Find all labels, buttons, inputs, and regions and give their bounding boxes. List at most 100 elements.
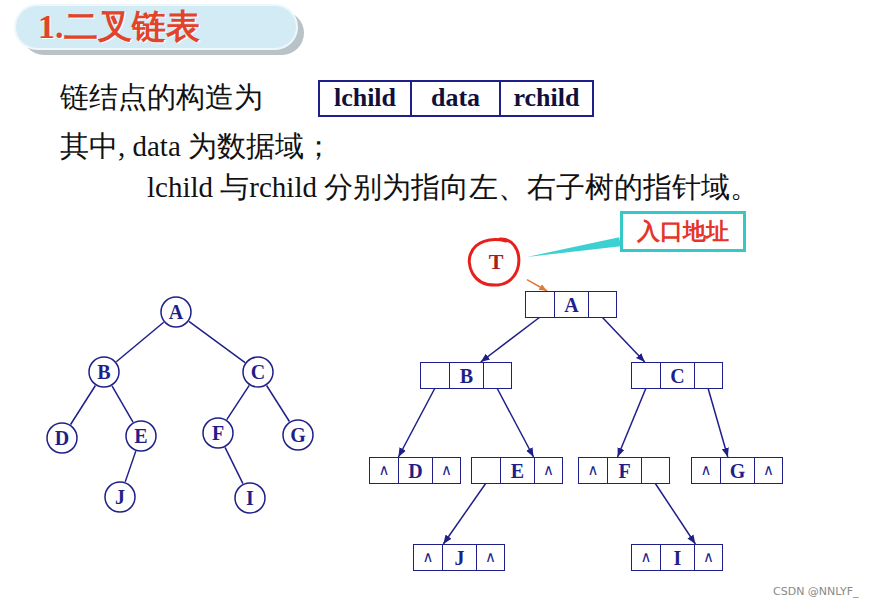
tree-edge [125,451,136,482]
tree-edge [189,321,245,362]
node-text: I [674,547,682,569]
red-scribble [469,239,519,285]
callout-box: 入口地址 [620,211,746,252]
tree-node: E [125,420,157,452]
tree-node: J [104,481,136,513]
pointer-cell: ∧ [579,458,607,483]
linked-node: ∧F [578,457,670,484]
data-cell: C [660,363,694,388]
node-text: B [460,365,473,387]
node-text: E [134,425,147,447]
node-text: G [730,460,746,482]
watermark: CSDN @NNLYF_ [773,585,859,599]
pointer-cell: ∧ [476,545,504,570]
data-cell: D [398,458,432,483]
pointer-cell [526,292,554,317]
node-text: ∧ [543,462,554,479]
linked-node: A [525,291,617,318]
tree-edge [225,447,243,483]
node-text: 入口地址 [637,219,729,244]
linked-node: ∧ G ∧ [691,457,783,484]
node-text: ∧ [763,462,774,479]
node-text: ∧ [379,462,390,479]
pointer-cell [632,363,660,388]
pointer-cell [421,363,449,388]
node-text: A [169,301,183,323]
node-circle [126,421,156,451]
tree-node: D [46,422,78,454]
pointer-arrow [655,483,695,544]
node-text: A [564,294,578,316]
node-text: ∧ [588,462,599,479]
node-text: rchild [514,84,580,113]
node-text: B [97,361,110,383]
linked-node: C [631,362,723,389]
pointer-arrow [602,317,645,362]
linked-node: E∧ [471,457,563,484]
node-circle [161,297,191,327]
node-text: E [511,460,524,482]
title-banner [15,5,297,49]
pointer-cell: ∧ [534,458,562,483]
pointer-cell: ∧ [414,545,442,570]
node-text: D [55,427,69,449]
tree-edge [267,386,290,422]
data-cell: J [442,545,476,570]
tree-node: C [242,356,274,388]
tree-node: G [282,419,314,451]
node-circle [243,357,273,387]
tree-edge [227,385,249,419]
data-cell: B [449,363,483,388]
node-text: ∧ [703,549,714,566]
pointer-arrow [618,388,646,457]
callout-pointer [527,237,621,257]
tree-edge [116,322,163,362]
pointer-arrow [708,388,728,457]
node-text: lchild [334,84,396,113]
linked-node: B [420,362,512,389]
linked-node: ∧ D ∧ [369,457,461,484]
node-text: ∧ [641,549,652,566]
node-text: ∧ [441,462,452,479]
data-cell: E [500,458,534,483]
node-circle [283,420,313,450]
field-cell: data [410,82,499,115]
tree-edge [112,386,133,422]
entry-arrow [527,280,547,291]
pointer-cell [483,363,511,388]
pointer-arrow [481,317,540,362]
pointer-cell: ∧ [432,458,460,483]
node-text: ∧ [423,549,434,566]
pointer-cell: ∧ [692,458,720,483]
data-cell: A [554,292,588,317]
node-text: J [455,547,465,569]
pointer-cell [588,292,616,317]
title: 1.二叉链表 [38,5,200,49]
description-text: lchild 与rchild 分别为指向左、右子树的指针域。 [147,169,759,205]
node-text: J [115,486,125,508]
node-structure: lchild data rchild [318,80,594,117]
node-circle [203,418,233,448]
pointer-cell: ∧ [370,458,398,483]
node-circle [105,482,135,512]
tree-node: F [202,417,234,449]
pointer-arrow [398,388,435,457]
pointer-cell [694,363,722,388]
data-cell: I [660,545,694,570]
node-text: data [431,84,480,113]
node-text: F [212,422,224,444]
pointer-cell: ∧ [632,545,660,570]
linked-node: ∧ J ∧ [413,544,505,571]
description-text: 链结点的构造为 [60,79,263,115]
tree-edge [71,385,96,424]
node-text: ∧ [701,462,712,479]
pointer-cell [472,458,500,483]
description-text: 其中, data 为数据域； [60,128,333,164]
field-cell: lchild [320,82,410,115]
node-text: C [670,365,684,387]
pointer-cell: ∧ [694,545,722,570]
node-text: G [290,424,306,446]
node-text: D [408,460,422,482]
pointer-cell [641,458,669,483]
tree-node: B [88,356,120,388]
